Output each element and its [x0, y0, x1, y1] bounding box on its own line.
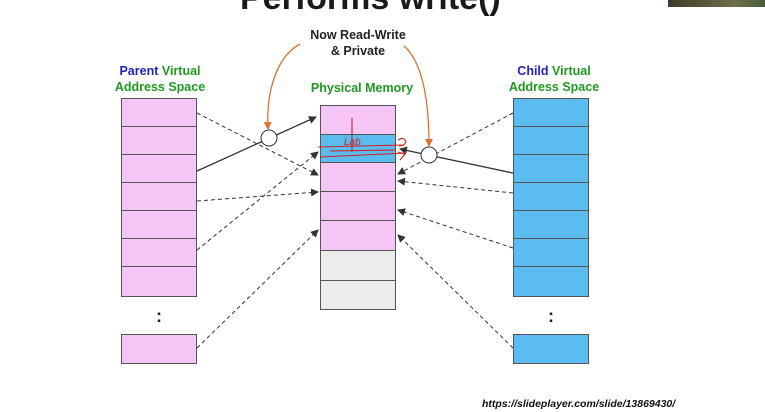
parent-space-label: Parent Virtual Address Space [100, 63, 220, 95]
parent-mapping-dashed [196, 151, 319, 251]
physical-memory-label: Physical Memory [310, 81, 414, 95]
webcam-thumbnail [668, 0, 765, 7]
slide-title: Performs write() [240, 0, 530, 18]
annotation-line-2: & Private [330, 44, 386, 58]
parent-page [121, 182, 197, 211]
child-virtual-word: Virtual [552, 64, 591, 78]
parent-page [121, 98, 197, 127]
parent-ellipsis: : [156, 306, 162, 326]
source-url: https://slideplayer.com/slide/13869430/ [482, 398, 676, 410]
child-word: Child [517, 64, 549, 78]
child-mapping-marker [420, 146, 438, 164]
child-page [513, 334, 589, 364]
parent-word: Parent [119, 64, 159, 78]
child-mapping-dashed [397, 208, 514, 249]
physical-frame [320, 220, 396, 251]
child-space-label: Child Virtual Address Space [496, 63, 612, 95]
parent-mapping-dashed [196, 188, 319, 202]
child-page [513, 182, 589, 211]
parent-page [121, 210, 197, 239]
handwritten-note: Lab [344, 137, 361, 148]
parent-page [121, 334, 197, 364]
child-label-line-1: Child Virtual [496, 63, 612, 79]
physical-frame [320, 191, 396, 221]
child-mapping-solid [399, 146, 514, 174]
child-mapping-dashed [397, 234, 514, 349]
free-frame [320, 280, 396, 310]
parent-label-line-2: Address Space [114, 80, 206, 94]
annotation-arrow-left [263, 43, 301, 130]
parent-label-line-1: Parent Virtual [100, 63, 220, 79]
handwritten-annotation [317, 118, 407, 161]
child-label-line-2: Address Space [508, 80, 600, 94]
parent-mapping-marker [260, 129, 278, 147]
child-page [513, 98, 589, 127]
child-page [513, 154, 589, 183]
child-page [513, 266, 589, 297]
parent-page [121, 238, 197, 267]
annotation-line-1: Now Read-Write [310, 28, 406, 42]
child-mapping-dashed [397, 177, 514, 194]
child-page [513, 126, 589, 155]
parent-mapping-dashed [196, 112, 319, 176]
parent-mapping-dashed [196, 229, 319, 349]
parent-page [121, 266, 197, 297]
parent-virtual-word: Virtual [161, 64, 201, 78]
parent-mapping-solid [196, 116, 317, 172]
child-ellipsis: : [548, 306, 554, 326]
annotation-arrow-right [403, 45, 433, 147]
child-mapping-dashed [397, 112, 514, 175]
annotation-label: Now Read-Write & Private [295, 27, 421, 59]
